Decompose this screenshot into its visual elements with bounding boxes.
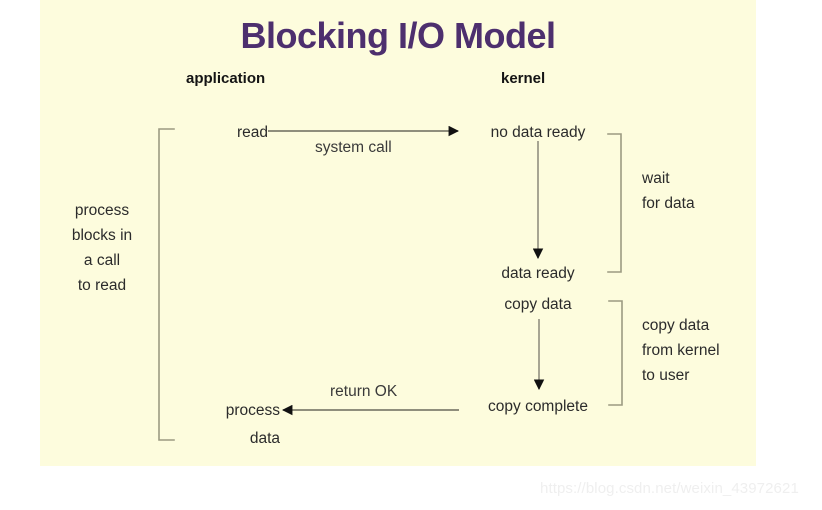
node-process-data-line1: process: [225, 402, 280, 419]
annotation-wait-for-data-line1: wait: [642, 170, 670, 187]
node-copy-data: copy data: [504, 296, 572, 313]
diagram-title: Blocking I/O Model: [240, 15, 556, 56]
node-data-ready: data ready: [501, 265, 575, 282]
annotation-process-blocks-line4: to read: [77, 277, 127, 295]
copy-from-kernel-bracket: [608, 300, 623, 406]
annotation-process-blocks-line3: a call: [83, 252, 121, 270]
application-blocking-bracket: [158, 128, 175, 441]
column-header-application: application: [186, 70, 266, 87]
annotation-copy-from-kernel: copy data from kernel to user: [642, 313, 720, 388]
node-copy-complete: copy complete: [488, 398, 588, 415]
annotation-wait-for-data-line2: for data: [642, 195, 695, 213]
annotation-copy-from-kernel-line3: to user: [642, 367, 690, 385]
wait-for-data-bracket: [607, 133, 622, 273]
annotation-process-blocks-line1: process: [74, 202, 130, 219]
column-header-kernel: kernel: [501, 70, 546, 87]
annotation-process-blocks-line2: blocks in: [71, 227, 133, 245]
edge-label-system-call: system call: [315, 139, 392, 156]
diagram-panel: Blocking I/O Model application kernel re…: [40, 0, 756, 466]
node-read: read: [236, 124, 268, 141]
node-no-data-ready: no data ready: [490, 124, 586, 141]
edge-label-return-ok: return OK: [330, 383, 398, 400]
watermark: https://blog.csdn.net/weixin_43972621: [540, 480, 799, 497]
annotation-copy-from-kernel-line2: from kernel: [642, 342, 720, 360]
annotation-copy-from-kernel-line1: copy data: [642, 317, 710, 334]
node-process-data-line2: data: [249, 430, 280, 447]
annotation-wait-for-data: wait for data: [642, 166, 695, 216]
annotation-process-blocks: process blocks in a call to read: [52, 198, 152, 298]
